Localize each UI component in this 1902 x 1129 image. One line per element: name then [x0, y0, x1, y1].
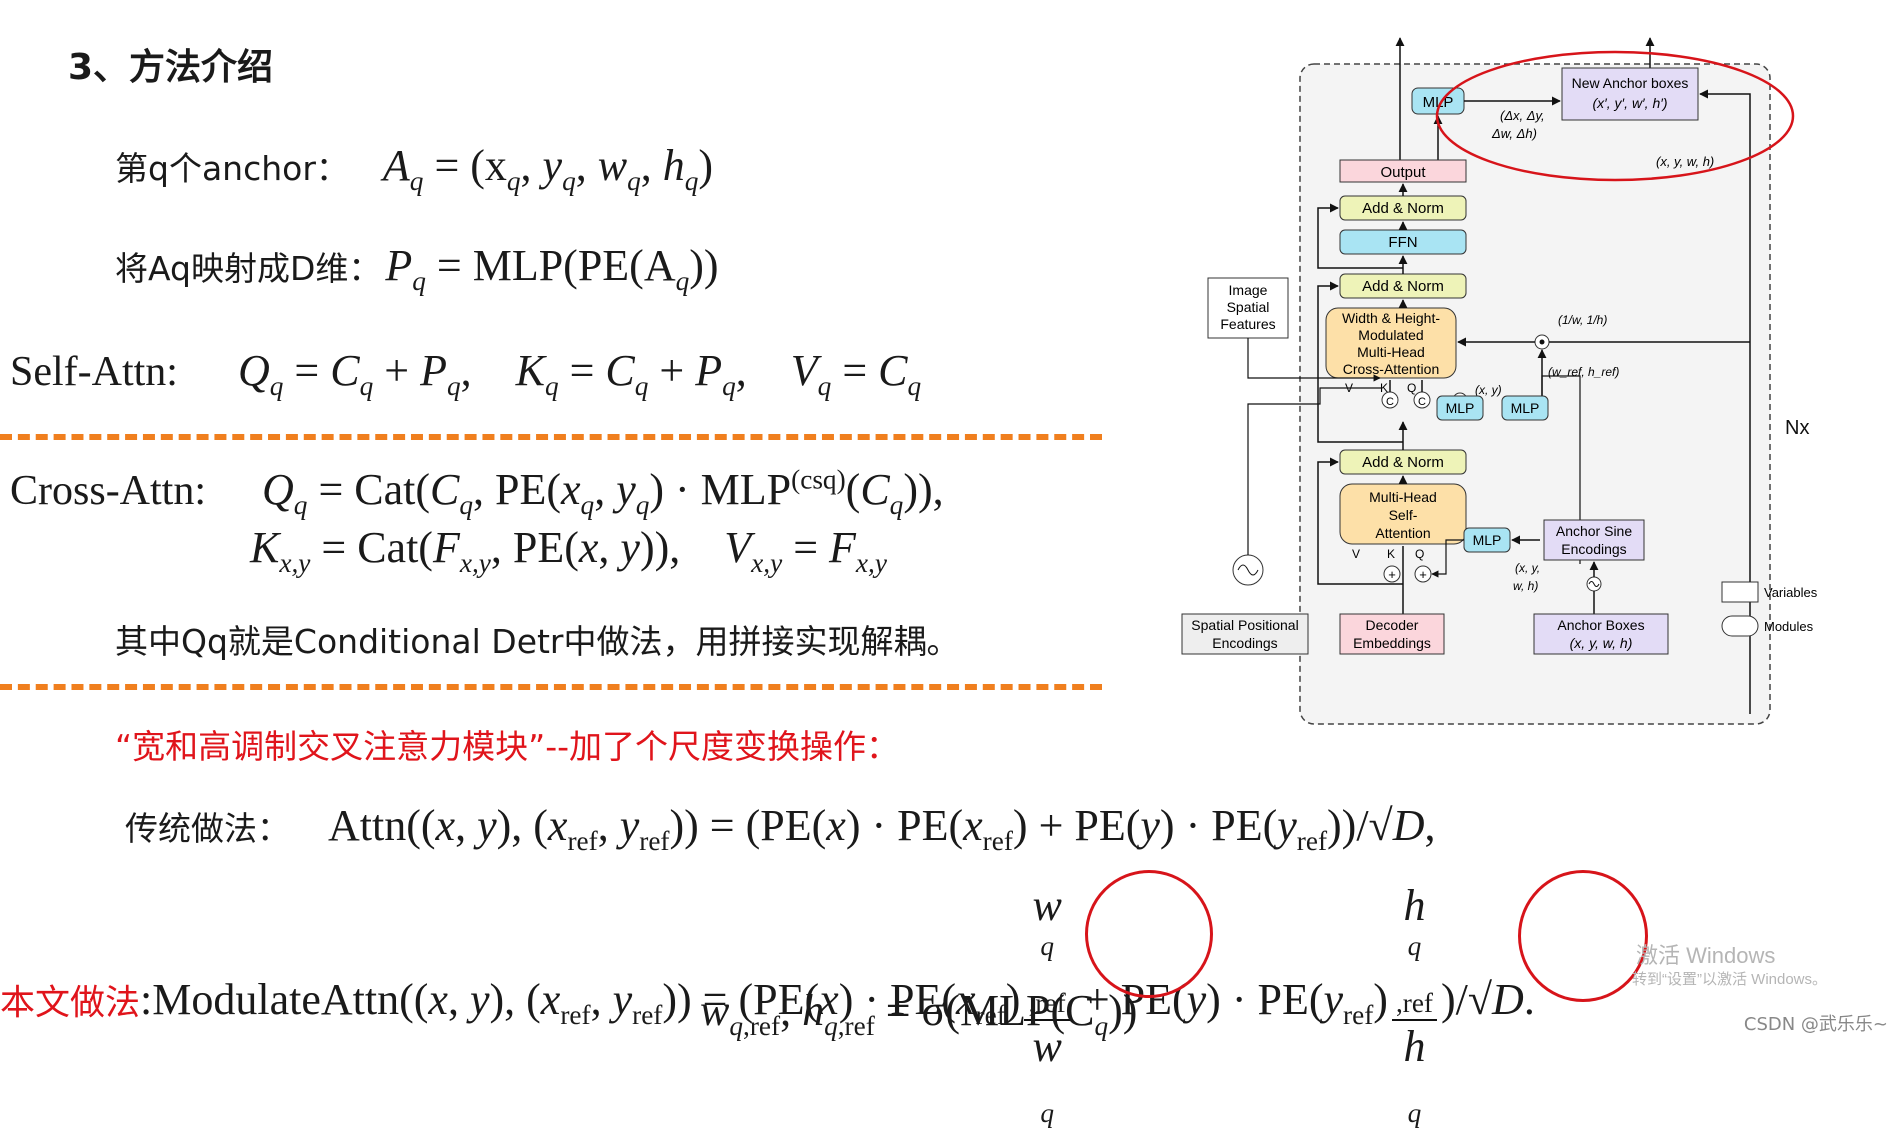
- section-title: 3、方法介绍: [68, 47, 274, 88]
- anchor-sine-label-1: Anchor Sine: [1556, 523, 1632, 539]
- cross-attn-equation-1: Qq = Cat(Cq, PE(xq, yq) · MLP(csq)(Cq)),: [262, 464, 944, 520]
- self-attn-row: Self-Attn: Qq = Cq + Pq, Kq = Cq + Pq, V…: [10, 345, 921, 402]
- xywh-small-1: (x, y,: [1515, 561, 1540, 575]
- delta-label-1: (Δx, Δy,: [1500, 108, 1545, 123]
- red-circle-wq: [1085, 870, 1213, 998]
- delta-label-2: Δw, Δh): [1491, 126, 1537, 141]
- cross-q-label: Q: [1407, 381, 1416, 395]
- legend-modules-label: Modules: [1764, 619, 1814, 634]
- ours-row: 本文做法:ModulateAttn((x, y), (xref, yref)) …: [0, 880, 1535, 1129]
- self-attn-label-3: Attention: [1375, 525, 1430, 541]
- anchor-equation: Aq = (xq, yq, wq, hq): [382, 141, 714, 196]
- anchor-boxes-box: [1533, 613, 1669, 655]
- xy-label: (x, y): [1475, 383, 1502, 397]
- sigma-row: wq,ref, hq,ref = σ(MLP(Cq)): [700, 985, 1137, 1042]
- cross-attn-label: Cross-Attn:: [10, 468, 207, 514]
- activation-watermark-2: 转到“设置”以激活 Windows。: [1632, 971, 1828, 988]
- csdn-credit: CSDN @武乐乐~: [1743, 1014, 1888, 1035]
- svg-text:C: C: [1418, 396, 1426, 408]
- activation-watermark-1: 激活 Windows: [1636, 943, 1776, 968]
- map-label: 将Aq映射成D维：: [115, 249, 382, 288]
- xywh-small-2: w, h): [1513, 579, 1538, 593]
- cross-attn-row-2: Kx,y = Cat(Fx,y, PE(x, y)), Vx,y = Fx,y: [250, 522, 887, 579]
- mlp-bottom-label: MLP: [1473, 532, 1502, 548]
- cross-k-label: K: [1380, 381, 1388, 395]
- self-attn-label-1: Multi-Head: [1369, 489, 1437, 505]
- anchor-boxes-label-1: Anchor Boxes: [1557, 617, 1644, 633]
- svg-text:+: +: [1419, 567, 1427, 582]
- legend-variables-swatch: [1721, 581, 1759, 603]
- add-norm-3-label: Add & Norm: [1362, 200, 1444, 217]
- self-q-label: Q: [1415, 547, 1424, 561]
- cross-attn-row: Cross-Attn: Qq = Cat(Cq, PE(xq, yq) · ML…: [10, 464, 944, 521]
- add-norm-2-label: Add & Norm: [1362, 278, 1444, 295]
- nx-label: Nx: [1785, 417, 1809, 439]
- image-features-label-2: Spatial: [1227, 299, 1270, 315]
- cross-attn-label-3: Multi-Head: [1357, 344, 1425, 360]
- anchor-label: 第q个anchor：: [115, 149, 349, 188]
- wref-label: (w_ref, h_ref): [1548, 365, 1619, 379]
- self-attn-label: Self-Attn:: [10, 349, 178, 395]
- cross-attn-box: [1325, 307, 1457, 379]
- qq-note: 其中Qq就是Conditional Detr中做法，用拼接实现解耦。: [115, 622, 960, 661]
- pq-definition: 将Aq映射成D维： Pq = MLP(PE(Aq)): [115, 240, 719, 297]
- new-anchor-label-2: (x′, y′, w′, h′): [1592, 95, 1667, 111]
- ours-equation: :ModulateAttn((x, y), (xref, yref)) = (P…: [140, 881, 1535, 1128]
- ffn-label: FFN: [1388, 234, 1417, 251]
- add-norm-1-label: Add & Norm: [1362, 454, 1444, 471]
- red-ellipse: [1435, 50, 1795, 182]
- pq-equation: Pq = MLP(PE(Aq)): [385, 241, 719, 296]
- self-attn-label-2: Self-: [1389, 507, 1418, 523]
- mlp-mid-1-label: MLP: [1446, 400, 1475, 416]
- self-attn-equation: Qq = Cq + Pq, Kq = Cq + Pq, Vq = Cq: [237, 346, 922, 401]
- new-anchor-label-1: New Anchor boxes: [1572, 75, 1689, 91]
- mlp-mid-1-box: [1436, 395, 1484, 421]
- legend-modules-swatch: [1721, 615, 1759, 637]
- spatial-pos-label-1: Spatial Positional: [1191, 617, 1298, 633]
- image-features-label-1: Image: [1229, 282, 1268, 298]
- new-anchor-box: [1561, 67, 1699, 121]
- mlp-mid-2-label: MLP: [1511, 400, 1540, 416]
- cross-attn-label-1: Width & Height-: [1342, 310, 1440, 326]
- decoder-emb-box: [1339, 613, 1445, 655]
- legend-variables-label: Variables: [1764, 585, 1818, 600]
- red-circle-hq: [1518, 870, 1648, 1002]
- spatial-pos-label-2: Encodings: [1212, 635, 1277, 651]
- anchor-boxes-label-2: (x, y, w, h): [1570, 635, 1633, 651]
- inv-wh-label: (1/w, 1/h): [1558, 313, 1607, 327]
- decoder-label-1: Decoder: [1366, 617, 1419, 633]
- cross-attn-label-4: Cross-Attention: [1343, 361, 1439, 377]
- svg-text:+: +: [1388, 567, 1396, 582]
- anchor-sine-label-2: Encodings: [1561, 541, 1626, 557]
- output-box: [1339, 159, 1467, 183]
- traditional-equation: Attn((x, y), (xref, yref)) = (PE(x) · PE…: [328, 801, 1436, 856]
- traditional-label: 传统做法：: [125, 809, 290, 848]
- self-k-label: K: [1387, 547, 1395, 561]
- output-label: Output: [1380, 164, 1426, 181]
- cross-attn-label-2: Modulated: [1358, 327, 1423, 343]
- svg-text:C: C: [1386, 396, 1394, 408]
- modulated-note: “宽和高调制交叉注意力模块”--加了个尺度变换操作：: [115, 727, 900, 766]
- xywh-label: (x, y, w, h): [1656, 154, 1714, 169]
- spatial-pos-enc-box: [1181, 613, 1309, 655]
- anchor-definition: 第q个anchor： Aq = (xq, yq, wq, hq): [115, 140, 713, 197]
- mlp-mid-2-box: [1501, 395, 1549, 421]
- cross-attn-equation-2: Kx,y = Cat(Fx,y, PE(x, y)), Vx,y = Fx,y: [250, 523, 887, 578]
- anchor-sine-box: [1543, 519, 1645, 561]
- decoder-layer-box: [1299, 63, 1771, 725]
- mlp-top-label: MLP: [1423, 94, 1454, 111]
- divider-2: [0, 684, 1102, 690]
- ours-label: 本文做法: [0, 983, 141, 1024]
- self-v-label: V: [1352, 547, 1360, 561]
- image-features-label-3: Features: [1220, 316, 1275, 332]
- decoder-label-2: Embeddings: [1353, 635, 1431, 651]
- sigma-equation: wq,ref, hq,ref = σ(MLP(Cq)): [700, 986, 1138, 1041]
- architecture-diagram: Nx MLP (Δx, Δy, Δw, Δh) New Anchor boxes…: [1181, 37, 1818, 725]
- traditional-row: 传统做法： Attn((x, y), (xref, yref)) = (PE(x…: [125, 800, 1436, 857]
- divider-1: [0, 434, 1102, 440]
- slide: 3、方法介绍 第q个anchor： Aq = (xq, yq, wq, hq) …: [0, 37, 1888, 1128]
- image-features-box: [1207, 277, 1289, 339]
